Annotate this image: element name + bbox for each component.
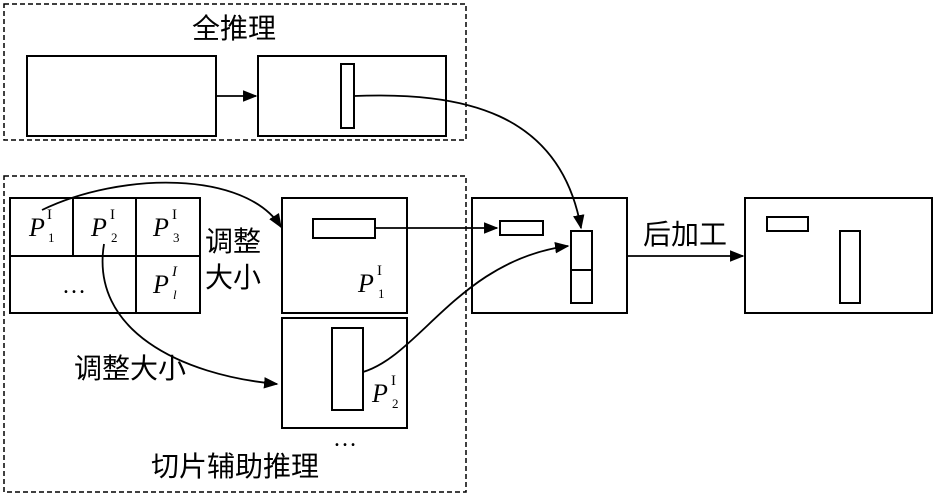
svg-text:3: 3 — [173, 230, 180, 245]
patch-p2-detection-box — [331, 327, 364, 411]
svg-text:2: 2 — [392, 396, 399, 411]
svg-text:I: I — [172, 207, 177, 223]
p2-resize-arrow — [101, 243, 279, 389]
patch-pl-label: P I l — [152, 264, 178, 302]
svg-text:I: I — [110, 207, 115, 223]
patch-p2-label: P I 2 — [90, 207, 118, 245]
resize-label-bottom: 调整大小 — [74, 352, 186, 385]
svg-text:P: P — [152, 270, 169, 299]
patch-p3-label: P I 3 — [152, 207, 180, 245]
svg-text:P: P — [90, 213, 107, 242]
p1-resize-arrow — [41, 181, 282, 229]
more-resized-ellipsis: … — [333, 426, 357, 452]
full-inference-label: 全推理 — [192, 12, 276, 45]
more-patches-ellipsis: … — [62, 273, 86, 299]
svg-text:P: P — [371, 379, 388, 408]
slice-aided-group — [3, 175, 467, 493]
post-processing-label: 后加工 — [643, 218, 727, 251]
full-to-merged-arrow — [353, 94, 585, 230]
svg-text:2: 2 — [111, 230, 118, 245]
svg-text:I: I — [391, 373, 396, 389]
patch-p1-resized — [281, 197, 408, 314]
svg-text:l: l — [173, 287, 177, 302]
svg-text:I: I — [171, 264, 178, 280]
full-detection-box — [340, 63, 355, 129]
merged-small-box — [499, 220, 544, 236]
svg-text:1: 1 — [378, 286, 385, 301]
slice-aided-label: 切片辅助推理 — [151, 450, 319, 483]
merged-detections-image — [471, 197, 628, 314]
final-small-box — [766, 216, 809, 232]
final-output-image — [744, 197, 933, 314]
patch-p1-resized-label: P I 1 — [357, 263, 385, 301]
resize-label-line1: 调整 — [205, 225, 261, 258]
svg-text:I: I — [377, 263, 382, 279]
full-input-image — [26, 55, 217, 137]
patch-p2-resized-label: P I 2 — [371, 373, 399, 411]
resize-label-line2: 大小 — [205, 261, 261, 294]
final-tall-box — [839, 230, 861, 304]
patch-p1-detection-box — [312, 218, 376, 239]
svg-text:I: I — [47, 207, 52, 223]
p2-to-merged-arrow — [362, 241, 570, 373]
merged-tall-box — [570, 230, 593, 304]
svg-text:P: P — [28, 213, 45, 242]
full-inference-group — [3, 3, 467, 141]
svg-text:P: P — [152, 213, 169, 242]
patch-p1-label: P I 1 — [28, 207, 55, 245]
svg-text:P: P — [357, 269, 374, 298]
svg-text:1: 1 — [48, 230, 55, 245]
